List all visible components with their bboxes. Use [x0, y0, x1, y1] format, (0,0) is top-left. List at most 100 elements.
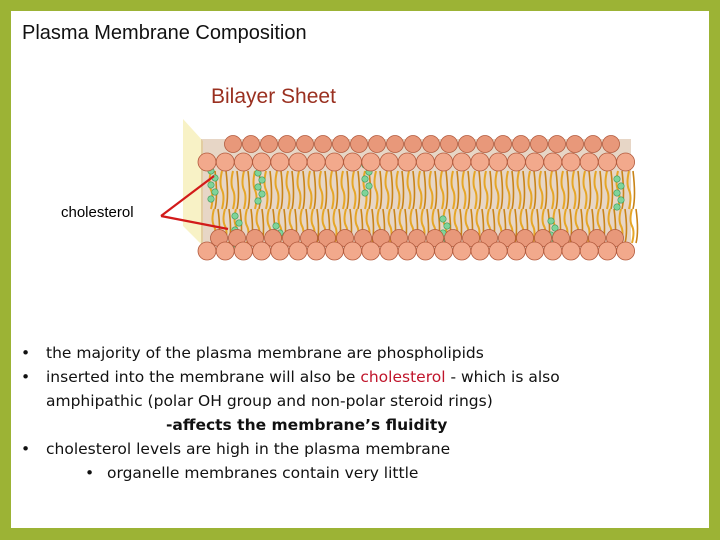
phospholipid-head — [616, 152, 635, 172]
cholesterol-molecule — [235, 219, 243, 227]
bullet-1: the majority of the plasma membrane are … — [46, 344, 484, 362]
fatty-acid-tail — [621, 170, 625, 210]
phospholipid-head — [270, 152, 290, 172]
phospholipid-head — [579, 241, 599, 261]
sub-bullet-marker: • — [85, 464, 95, 482]
fatty-acid-tail — [302, 170, 306, 210]
cholesterol-molecule — [211, 188, 219, 196]
fatty-acid-tail — [533, 170, 537, 210]
fatty-acid-tail — [269, 170, 273, 210]
phospholipid-head — [470, 152, 490, 172]
phospholipid-head — [343, 152, 363, 172]
phospholipid-head — [408, 229, 426, 247]
phospholipid-head — [288, 241, 308, 261]
phospholipid-head — [215, 152, 235, 172]
membrane-edge-glow — [183, 119, 203, 246]
fatty-acid-tail — [494, 170, 500, 210]
fatty-acid-tail — [307, 170, 313, 210]
phospholipid-head — [397, 152, 417, 172]
cholesterol-label: cholesterol — [61, 204, 134, 221]
fatty-acid-tail — [582, 170, 588, 210]
cholesterol-molecule — [551, 224, 559, 232]
cholesterol-molecule — [361, 175, 369, 183]
cholesterol-molecule — [617, 196, 625, 204]
fatty-acid-tail — [505, 170, 511, 210]
fatty-acid-tail — [514, 208, 518, 244]
fatty-acid-tail — [428, 170, 434, 210]
fatty-acid-tail — [472, 170, 478, 210]
fatty-acid-tail — [569, 208, 573, 244]
fatty-acid-tail — [632, 170, 636, 210]
fatty-acid-tail — [379, 170, 383, 210]
phospholipid-head — [415, 241, 435, 261]
fatty-acid-tail — [610, 170, 614, 210]
phospholipid-head — [561, 152, 581, 172]
cholesterol-pointer-arrow — [160, 175, 229, 231]
phospholipid-head — [452, 152, 472, 172]
fatty-acid-tail — [296, 170, 302, 210]
phospholipid-head — [512, 135, 530, 153]
phospholipid-head — [306, 241, 326, 261]
fatty-acid-tail — [357, 170, 361, 210]
phospholipid-head — [426, 229, 444, 247]
fatty-acid-tail — [417, 170, 423, 210]
phospholipid-head — [516, 229, 534, 247]
fatty-acid-tail — [236, 170, 240, 210]
fatty-acid-tail — [604, 170, 610, 210]
fatty-acid-tail — [629, 208, 635, 244]
phospholipid-head — [296, 135, 314, 153]
bullet-2-continuation: amphipathic (polar OH group and non-pola… — [46, 392, 493, 410]
phospholipid-head — [534, 229, 552, 247]
fatty-acid-tail — [274, 170, 280, 210]
fatty-acid-tail — [316, 208, 320, 244]
phospholipid-head — [462, 229, 480, 247]
cholesterol-molecule — [613, 175, 621, 183]
fatty-acid-tail — [434, 170, 438, 210]
cholesterol-molecule — [361, 189, 369, 197]
phospholipid-head — [324, 152, 344, 172]
bullet-marker: • — [21, 440, 31, 458]
phospholipid-head — [361, 152, 381, 172]
phospholipid-head — [224, 135, 242, 153]
cholesterol-molecule — [254, 183, 262, 191]
fatty-acid-tail — [247, 170, 251, 210]
fatty-acid-tail — [241, 170, 247, 210]
fatty-acid-tail — [313, 170, 317, 210]
phospholipid-head — [548, 135, 566, 153]
phospholipid-head — [543, 241, 563, 261]
fatty-acid-tail — [373, 170, 379, 210]
cholesterol-highlight: cholesterol — [360, 368, 446, 386]
fatty-acid-tail — [285, 170, 291, 210]
slide: Plasma Membrane Composition Bilayer Shee… — [11, 11, 709, 528]
phospholipid-head — [498, 229, 516, 247]
phospholipid-head — [324, 241, 344, 261]
phospholipid-head — [379, 152, 399, 172]
cholesterol-molecule — [547, 217, 555, 225]
fatty-acid-tail — [456, 170, 460, 210]
phospholipid-head — [561, 241, 581, 261]
phospholipid-head — [379, 241, 399, 261]
phospholipid-head — [579, 152, 599, 172]
phospholipid-head — [361, 241, 381, 261]
phospholipid-head — [476, 135, 494, 153]
phospholipid-head — [197, 241, 217, 261]
cholesterol-molecule — [231, 212, 239, 220]
phospholipid-head — [252, 152, 272, 172]
cholesterol-molecule — [365, 182, 373, 190]
phospholipid-head — [616, 241, 635, 261]
phospholipid-head — [350, 135, 368, 153]
cholesterol-molecule — [617, 182, 625, 190]
phospholipid-head — [525, 241, 544, 261]
fatty-acid-tail — [318, 170, 324, 210]
phospholipid-head — [306, 152, 326, 172]
phospholipid-head — [343, 241, 363, 261]
fatty-acid-tail — [593, 170, 599, 210]
phospholipid-head — [488, 241, 508, 261]
fatty-acid-tail — [445, 170, 449, 210]
bullet-2-tail: - which is also — [445, 368, 560, 386]
fatty-acid-tail — [263, 170, 269, 210]
phospholipid-head — [506, 241, 526, 261]
phospholipid-head — [260, 135, 278, 153]
slide-title: Plasma Membrane Composition — [22, 22, 307, 44]
phospholipid-head — [278, 135, 296, 153]
